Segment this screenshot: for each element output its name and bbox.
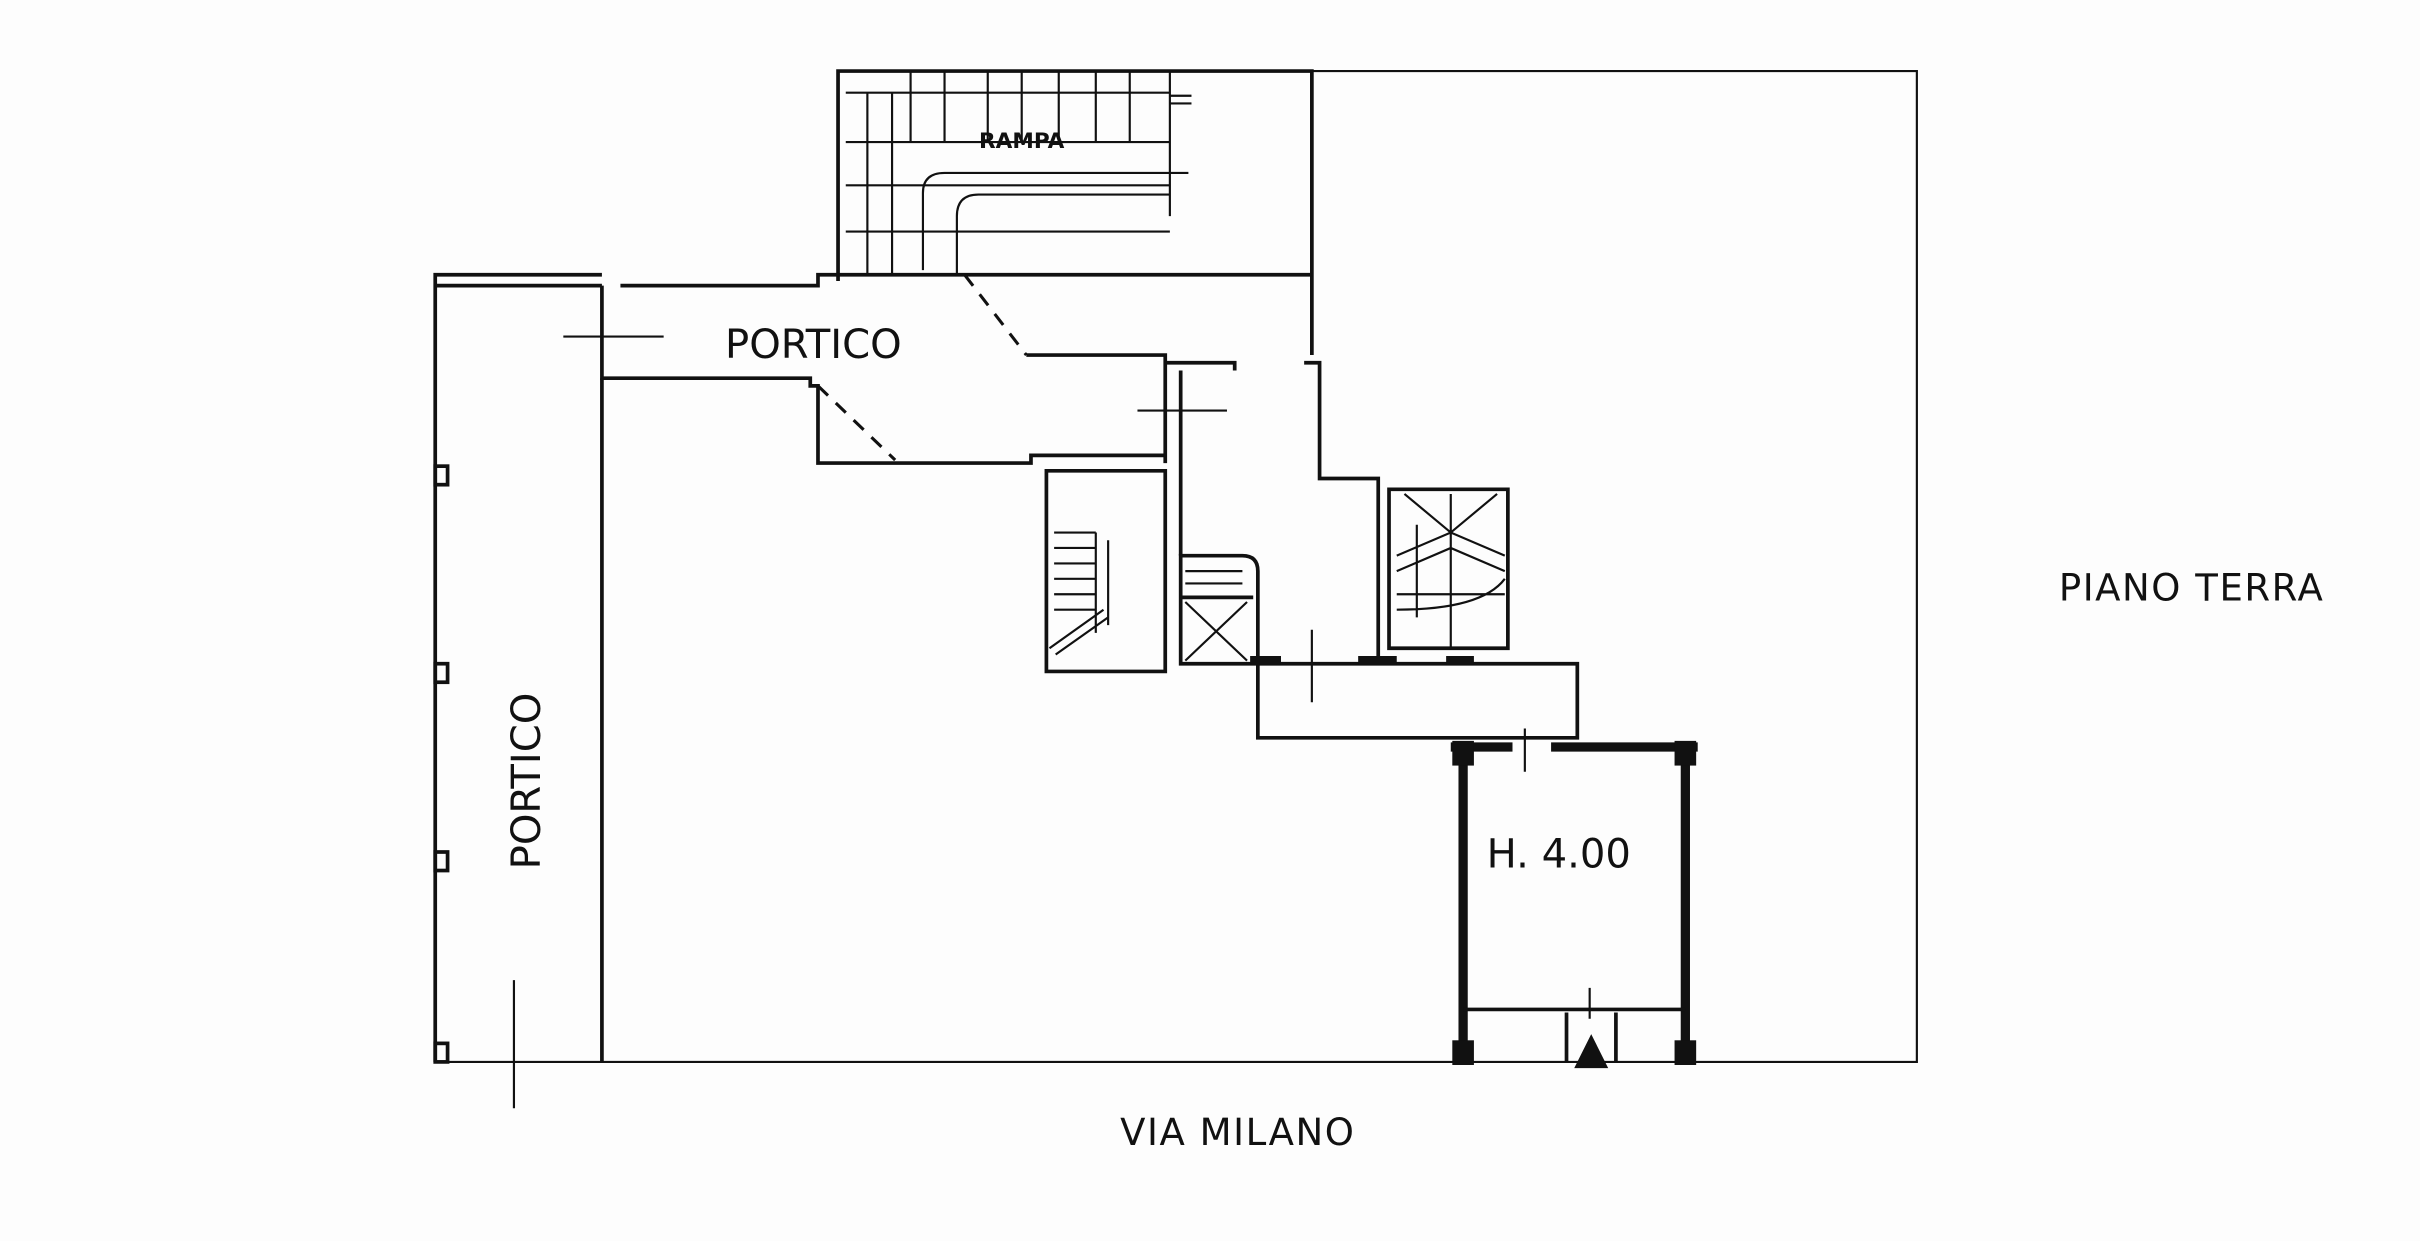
height-label: H. 4.00 [1487,831,1631,877]
lift-shaft [1178,553,1260,666]
site-boundary [435,69,1918,1063]
corridor [1250,629,1580,740]
floor-label: PIANO TERRA [2059,566,2324,609]
street-label: VIA MILANO [1120,1111,1355,1154]
portico-left-label: PORTICO [504,693,550,870]
rampa-label: RAMPA [979,129,1065,154]
entrance-arrow-icon [1574,1034,1609,1069]
stair-right [1387,487,1510,651]
portico-structure [433,272,1381,1109]
ramp-block [836,69,1314,356]
room-h400 [1450,728,1698,1069]
stair-left [1044,468,1168,674]
portico-top-label: PORTICO [725,322,902,368]
